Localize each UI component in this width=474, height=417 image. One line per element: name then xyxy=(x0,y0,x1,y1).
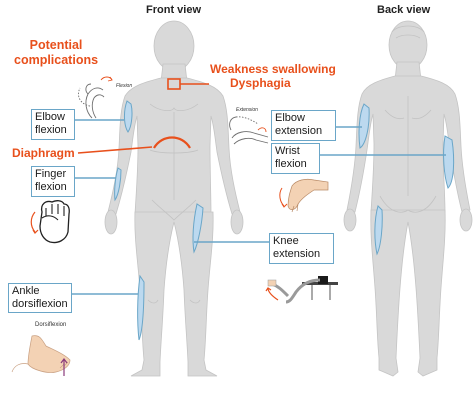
elbow-flexion-line-1: Elbow xyxy=(35,111,65,123)
finger-flexion-line-1: Finger xyxy=(35,168,67,180)
front-shin-highlight xyxy=(137,274,145,341)
wrist-flexion-label: Wrist flexion xyxy=(271,143,320,174)
ankle-dorsiflexion-line-1: Ankle xyxy=(12,285,40,297)
elbow-flexion-line-2: flexion xyxy=(35,124,67,136)
extension-inset-caption: Extension xyxy=(236,107,258,113)
wrist-flexion-line-1: Wrist xyxy=(275,145,300,157)
elbow-extension-line-1: Elbow xyxy=(275,112,305,124)
weakness-swallowing-label: Weakness swallowing xyxy=(210,62,336,76)
back-hamstring-highlight xyxy=(374,205,383,256)
complications-line-1: Potential xyxy=(29,38,83,52)
ankle-dorsiflexion-line-2: dorsiflexion xyxy=(12,298,68,310)
back-body-silhouette xyxy=(343,20,473,377)
dorsiflexion-inset-caption: Dorsiflexion xyxy=(35,322,67,328)
back-triceps-highlight xyxy=(358,103,370,149)
dysphagia-label: Dysphagia xyxy=(230,76,291,90)
wrist-flexion-hand-icon xyxy=(279,178,329,213)
finger-flexion-line-2: flexion xyxy=(35,181,67,193)
finger-flexion-label: Finger flexion xyxy=(31,166,75,197)
complications-line-2: complications xyxy=(14,53,99,67)
front-biceps-highlight xyxy=(124,100,133,133)
elbow-flexion-label: Elbow flexion xyxy=(31,109,75,140)
back-view-title: Back view xyxy=(377,4,431,16)
knee-extension-line-1: Knee xyxy=(273,235,299,247)
knee-extension-leg-icon xyxy=(265,276,338,304)
diaphragm-label: Diaphragm xyxy=(12,146,75,160)
elbow-extension-line-2: extension xyxy=(275,125,323,137)
wrist-flexion-line-2: flexion xyxy=(275,158,307,170)
knee-extension-line-2: extension xyxy=(273,248,321,260)
knee-extension-label: Knee extension xyxy=(269,233,334,264)
elbow-flexion-arm-icon xyxy=(78,76,113,119)
front-view-title: Front view xyxy=(146,4,202,16)
flexion-inset-caption: Flexion xyxy=(116,83,133,89)
elbow-extension-arm-icon xyxy=(229,116,269,145)
elbow-extension-label: Elbow extension xyxy=(271,110,336,141)
diaphragm-pointer-line xyxy=(77,146,153,154)
fist-icon xyxy=(30,200,70,244)
ankle-dorsiflexion-label: Ankle dorsiflexion xyxy=(8,283,72,313)
front-body-contours xyxy=(147,103,201,304)
front-thigh-highlight xyxy=(192,203,204,254)
diaphragm-arc xyxy=(153,136,191,149)
foot-dorsiflexion-icon xyxy=(11,335,71,376)
potential-complications-heading: Potential complications xyxy=(14,38,98,68)
back-forearm-highlight xyxy=(443,135,455,189)
back-body-contours xyxy=(379,25,437,213)
